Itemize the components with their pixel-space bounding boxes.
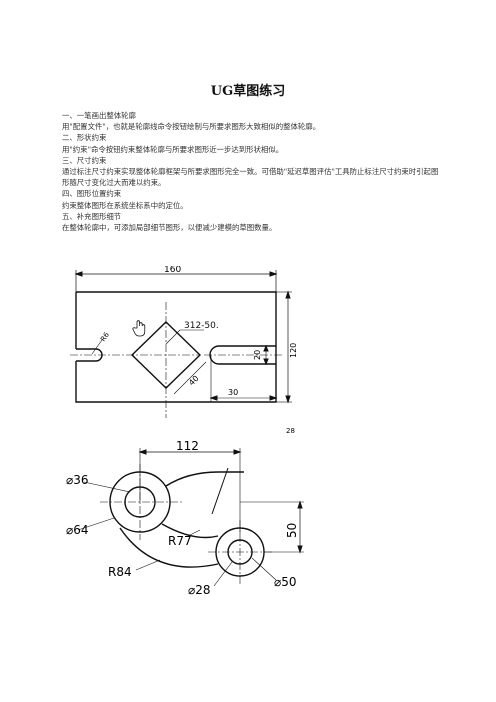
- dim-slot-height-label: 20: [253, 350, 262, 360]
- step-heading: 二、形状约束: [62, 133, 107, 143]
- step-heading: 四、图形位置约束: [62, 189, 122, 199]
- page-title: UG草图练习: [210, 84, 286, 99]
- step-text: 用"约束"命令按钮约束整体轮廓与所要求图形近一步达到形状相似。: [62, 144, 284, 154]
- dim-slot-length-label: 30: [228, 388, 238, 397]
- dim-left-outer-label: ⌀64: [66, 523, 89, 537]
- dim-vertical-label: 50: [285, 523, 299, 538]
- dim-left-hole-label: ⌀36: [66, 473, 89, 487]
- dim-right-hole-label: ⌀28: [188, 583, 211, 596]
- dim-inner-arc-label: R77: [168, 534, 192, 548]
- annotation-label: 312-50.: [184, 321, 219, 331]
- drawing-plate: 160 312-50. R6 40 20 30 120 28: [70, 266, 298, 435]
- dim-width-label: 160: [164, 266, 181, 275]
- step-text: 用"配置文件"，也就是轮廓线命令按钮绘制与所要求图形大致相似的整体轮廓。: [62, 122, 321, 132]
- step-text: 在整体轮廓中，可添加局部细节图形，以便减少建模的草图数量。: [62, 223, 277, 233]
- page-number: 28: [286, 427, 295, 435]
- hand-cursor-icon: [132, 320, 146, 337]
- dim-right-outer-label: ⌀50: [274, 575, 297, 589]
- instructions: 一、一笔画出整体轮廓 用"配置文件"，也就是轮廓线命令按钮绘制与所要求图形大致相…: [62, 110, 442, 233]
- step-text: 通过标注尺寸约束实现整体轮廓框架与所要求图形完全一致。可借助"延迟草图评估"工具…: [62, 167, 439, 188]
- step-heading: 五、补充图形细节: [62, 211, 122, 221]
- dim-outer-arc-label: R84: [108, 565, 132, 579]
- dim-center-distance-label: 112: [176, 439, 199, 453]
- step-text: 约束整体图形在系统坐标系中的定位。: [62, 200, 188, 210]
- step-heading: 一、一笔画出整体轮廓: [62, 111, 136, 120]
- drawing-linkage: 112 ⌀36 ⌀64 R77 R84 50 ⌀28 ⌀50: [66, 439, 304, 596]
- step-heading: 三、尺寸约束: [62, 155, 107, 165]
- dim-diamond-label: 40: [187, 374, 201, 388]
- dim-height-label: 120: [289, 343, 298, 358]
